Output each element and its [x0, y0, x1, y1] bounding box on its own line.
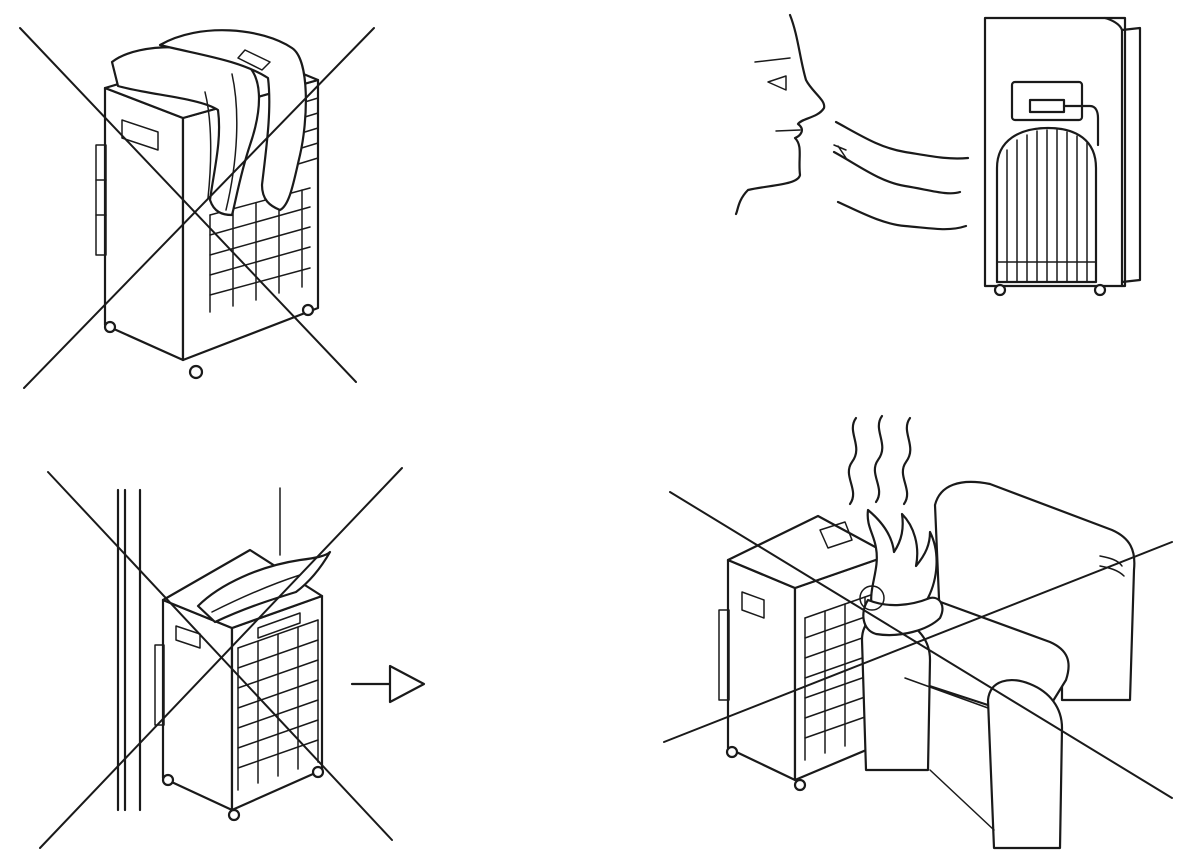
airflow-lines: [832, 120, 970, 231]
prohibited-cross-mark: [39, 467, 403, 849]
sofa: [860, 480, 1136, 850]
heat-waves: [847, 414, 912, 506]
panel-covered-unit: [19, 27, 375, 389]
prohibited-cross-mark: [663, 491, 1173, 799]
panel-exhaust-air-near-face: [734, 13, 1142, 297]
panel-unit-against-wall: [39, 467, 426, 849]
dehumidifier-rear-view: [983, 16, 1142, 297]
airflow-arrow: [350, 664, 426, 704]
prohibited-cross-mark: [19, 27, 375, 389]
wall: [116, 487, 281, 812]
panel-unit-near-heat-source-and-sofa: [663, 414, 1173, 850]
cloth-on-top: [196, 550, 332, 624]
flames: [859, 508, 944, 637]
cloth-draped-over-unit: [110, 29, 307, 217]
face-profile: [734, 13, 826, 216]
